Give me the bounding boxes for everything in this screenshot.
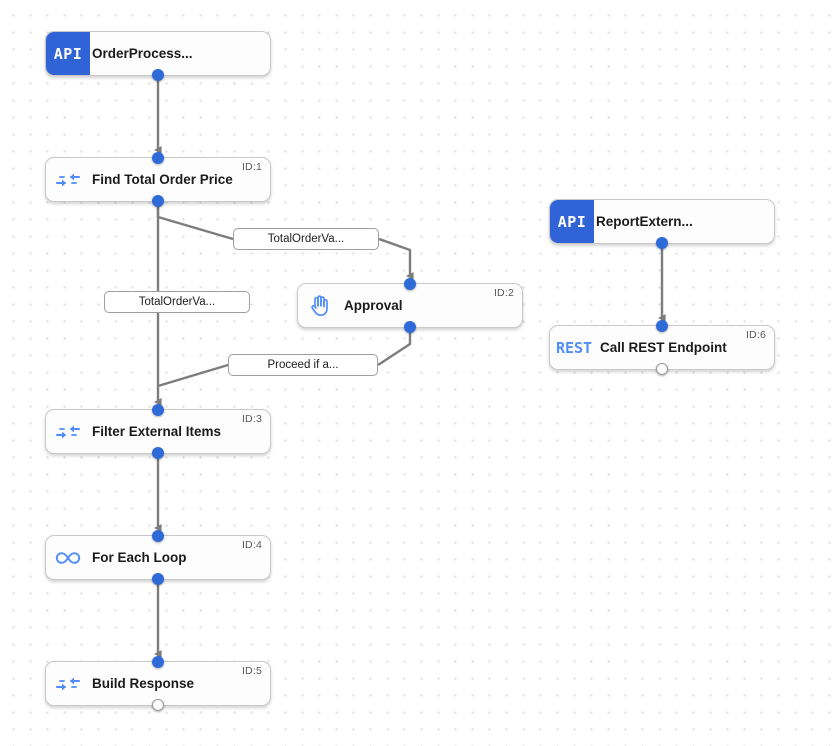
- api-badge-icon: API: [550, 200, 594, 243]
- node-id-label: ID:1: [241, 161, 262, 173]
- node-report-external[interactable]: API ReportExtern...: [549, 199, 775, 249]
- edge-label-proceed-if-approved[interactable]: Proceed if a...: [228, 354, 378, 376]
- infinity-icon: [46, 550, 90, 566]
- node-input-port[interactable]: [152, 530, 164, 542]
- node-input-port[interactable]: [656, 320, 668, 332]
- node-label: Build Response: [92, 676, 195, 691]
- node-output-port[interactable]: [152, 699, 164, 711]
- edge-label-total-order-value-filter[interactable]: TotalOrderVa...: [104, 291, 250, 313]
- node-input-port[interactable]: [152, 152, 164, 164]
- node-input-port[interactable]: [404, 278, 416, 290]
- node-label: ReportExtern...: [596, 214, 693, 229]
- arrows-merge-icon: [46, 675, 90, 693]
- node-label: Approval: [344, 298, 403, 313]
- node-order-process[interactable]: API OrderProcess...: [45, 31, 271, 81]
- edge-find-total-to-approval: [156, 202, 234, 241]
- edge-find-total-to-approval-tail: [378, 237, 414, 280]
- node-output-port[interactable]: [152, 573, 164, 585]
- node-label: Filter External Items: [92, 424, 222, 439]
- node-output-port[interactable]: [152, 69, 164, 81]
- edge-approval-to-filter: [377, 328, 412, 367]
- node-output-port[interactable]: [152, 195, 164, 207]
- edge-label-text: Proceed if a...: [267, 359, 339, 371]
- node-find-total-order-price[interactable]: Find Total Order Price ID:1: [45, 152, 271, 207]
- rest-badge-icon: REST: [555, 338, 593, 357]
- node-label: OrderProcess...: [92, 46, 193, 61]
- node-label: For Each Loop: [92, 550, 187, 565]
- arrows-merge-icon: [46, 423, 90, 441]
- node-build-response[interactable]: Build Response ID:5: [45, 656, 271, 711]
- arrows-merge-icon: [46, 171, 90, 189]
- edge-label-text: TotalOrderVa...: [138, 296, 216, 308]
- hand-icon: [298, 294, 342, 317]
- node-output-port[interactable]: [152, 447, 164, 459]
- node-id-label: ID:4: [241, 539, 262, 551]
- node-id-label: ID:5: [241, 665, 262, 677]
- api-badge-icon: API: [46, 32, 90, 75]
- node-call-rest-endpoint[interactable]: REST Call REST Endpoint ID:6: [549, 320, 775, 375]
- node-label: Call REST Endpoint: [600, 340, 727, 355]
- node-input-port[interactable]: [152, 404, 164, 416]
- node-output-port[interactable]: [656, 237, 668, 249]
- edge-approval-to-filter-tail: [157, 363, 229, 388]
- node-output-port[interactable]: [404, 321, 416, 333]
- edge-label-total-order-value-approval[interactable]: TotalOrderVa...: [233, 228, 379, 250]
- node-id-label: ID:3: [241, 413, 262, 425]
- node-label: Find Total Order Price: [92, 172, 233, 187]
- node-filter-external-items[interactable]: Filter External Items ID:3: [45, 404, 271, 459]
- node-for-each-loop[interactable]: For Each Loop ID:4: [45, 530, 271, 585]
- edge-label-text: TotalOrderVa...: [267, 233, 345, 245]
- node-approval[interactable]: Approval ID:2: [297, 278, 523, 333]
- node-input-port[interactable]: [152, 656, 164, 668]
- node-id-label: ID:6: [745, 329, 766, 341]
- node-output-port[interactable]: [656, 363, 668, 375]
- node-id-label: ID:2: [493, 287, 514, 299]
